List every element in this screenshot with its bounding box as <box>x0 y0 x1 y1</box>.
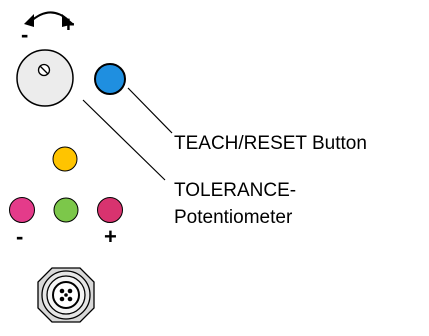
led-plus-sign: + <box>104 224 117 249</box>
tolerance-label-line2: Potentiometer <box>174 207 293 228</box>
m12-connector-icon <box>37 267 95 323</box>
tolerance-leader-line <box>82 99 166 181</box>
teach-reset-label: TEACH/RESET Button <box>174 133 367 154</box>
teach-reset-button[interactable] <box>94 63 126 95</box>
rotation-arrow-icon <box>24 11 74 27</box>
led-top <box>52 146 78 172</box>
rotation-minus-sign: - <box>21 22 29 47</box>
rotation-plus-sign: + <box>62 12 75 37</box>
led-right <box>97 197 123 223</box>
tolerance-label-line1: TOLERANCE- <box>174 180 297 201</box>
potentiometer-knob-icon[interactable] <box>16 49 74 107</box>
led-minus-sign: - <box>16 224 24 249</box>
teach-leader-line <box>127 87 173 134</box>
led-center <box>53 197 79 223</box>
led-left <box>9 197 35 223</box>
